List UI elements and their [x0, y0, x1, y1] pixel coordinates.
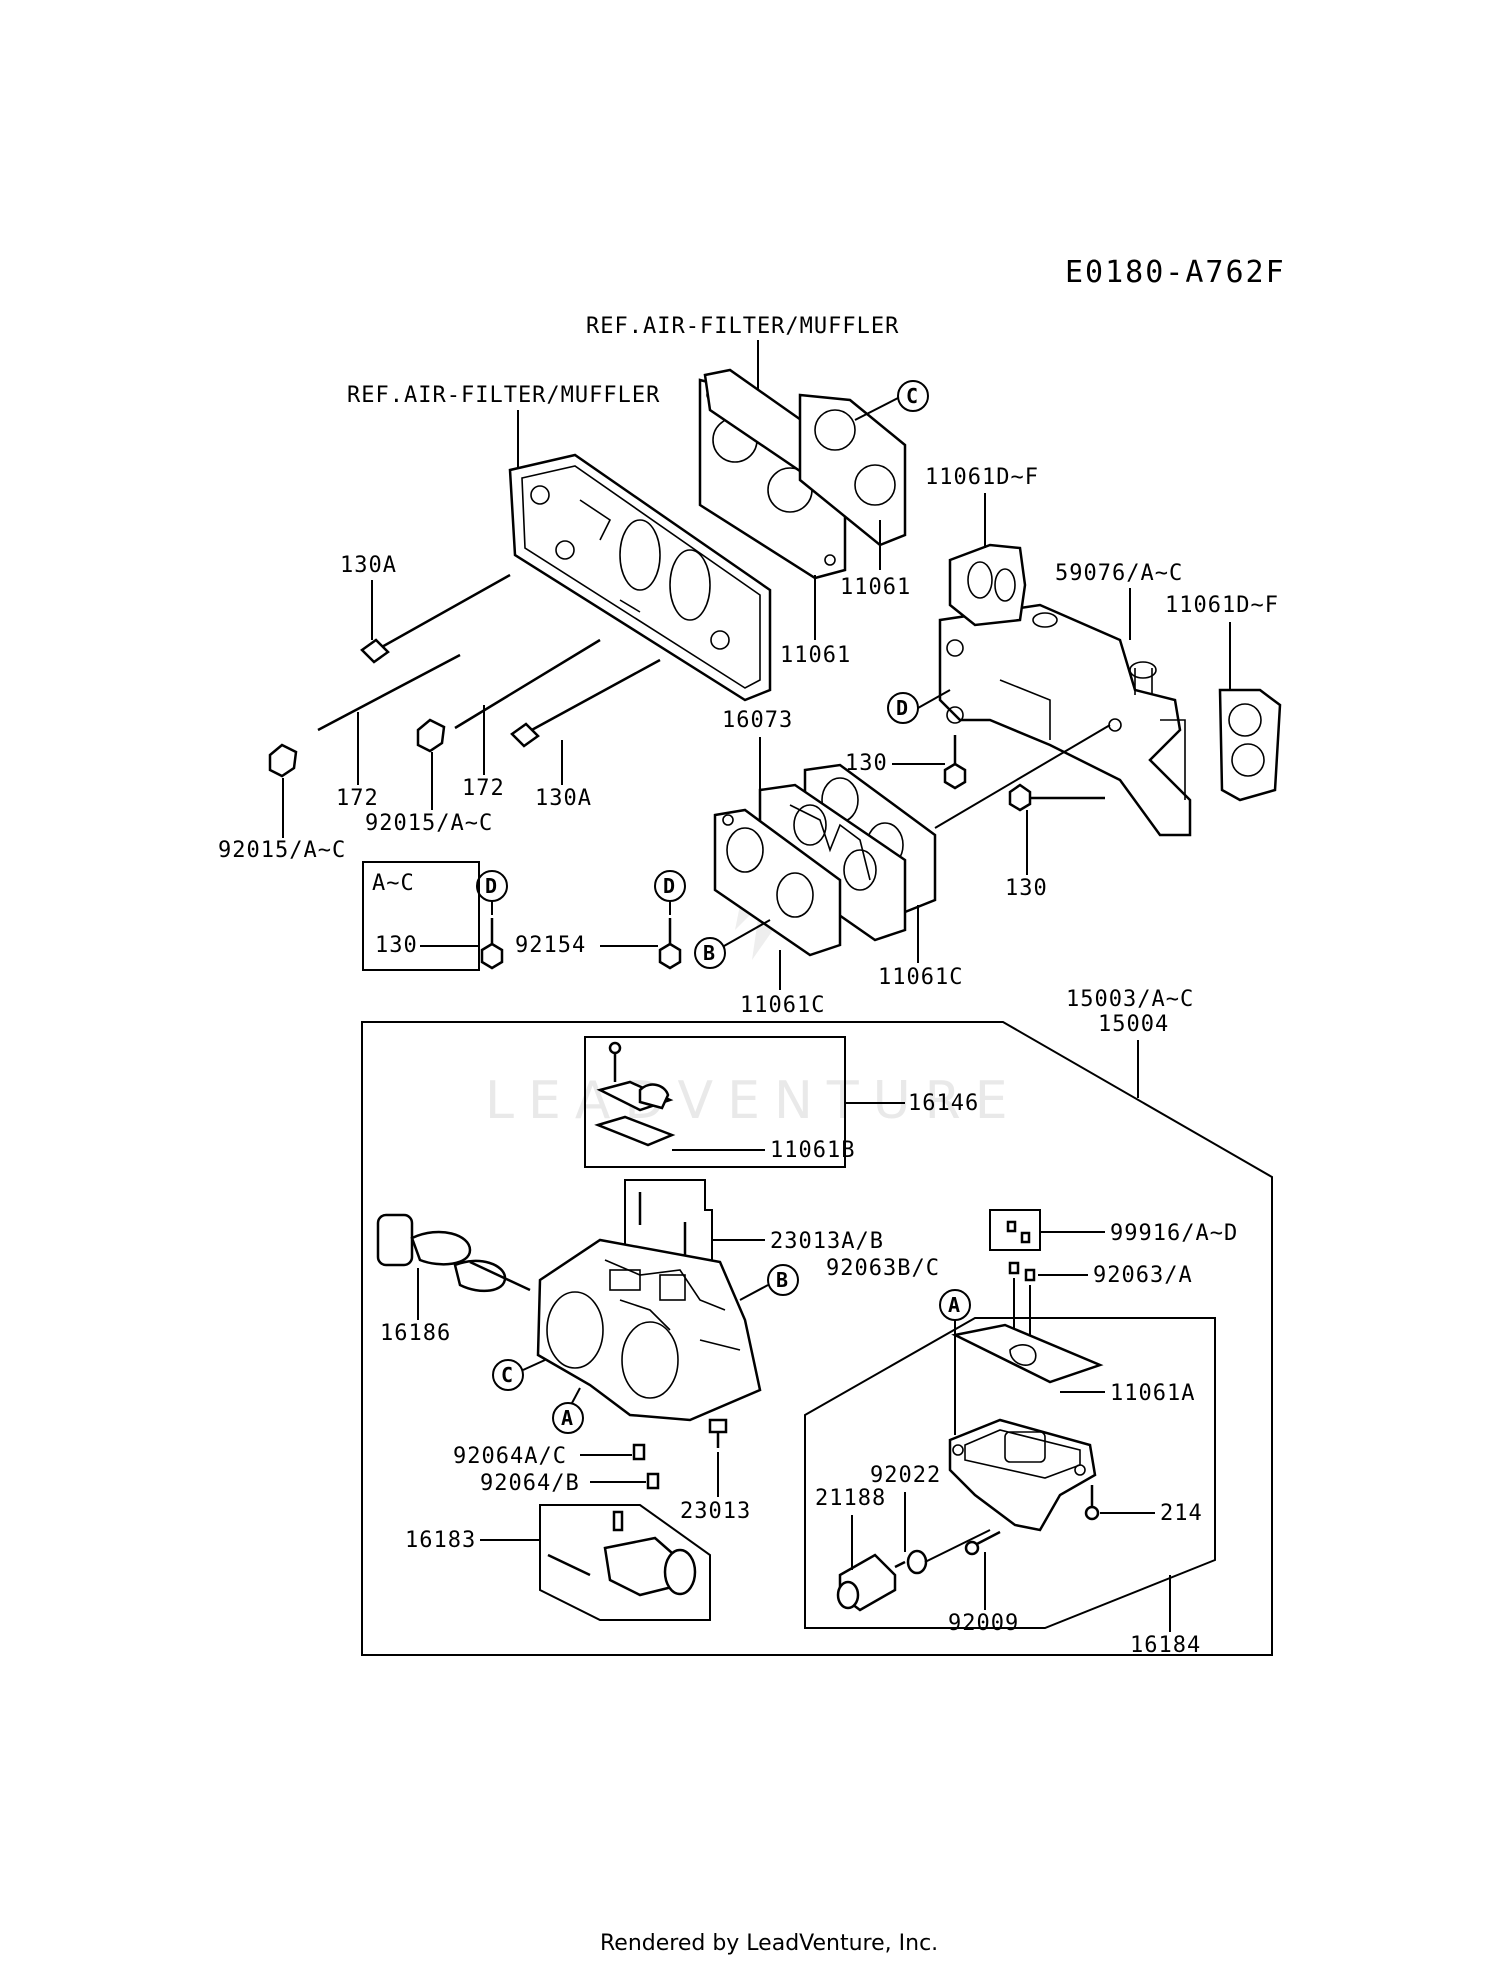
marker-b-carb — [767, 1264, 799, 1296]
callout-11061a: 11061A — [1110, 1381, 1195, 1406]
callout-99916: 99916/A~D — [1110, 1221, 1238, 1246]
callout-16146: 16146 — [908, 1091, 979, 1116]
inset-box-range: A~C — [372, 871, 415, 896]
screw-92064b — [646, 1472, 660, 1490]
footer-credit: Rendered by LeadVenture, Inc. — [600, 1931, 938, 1956]
jet-23013ab — [638, 1192, 687, 1258]
callout-11061c-left: 11061C — [740, 993, 825, 1018]
jet-92063bc — [1008, 1261, 1020, 1275]
callout-172-left: 172 — [336, 786, 379, 811]
nut-92015-left — [268, 743, 298, 778]
ref-air-filter-left: REF.AIR-FILTER/MUFFLER — [347, 383, 660, 408]
callout-11061c-right: 11061C — [878, 965, 963, 990]
jet-92063a — [1024, 1268, 1036, 1282]
callout-130-mid: 130 — [845, 751, 888, 776]
carburetor-body — [536, 1238, 762, 1422]
callout-59076: 59076/A~C — [1055, 561, 1183, 586]
screw-214 — [1084, 1485, 1100, 1521]
nut-92015-right — [416, 718, 446, 753]
callout-172-right: 172 — [462, 776, 505, 801]
callout-16184: 16184 — [1130, 1633, 1201, 1658]
bolt-130-box — [480, 918, 504, 970]
callout-214: 214 — [1160, 1501, 1203, 1526]
callout-92009: 92009 — [948, 1611, 1019, 1636]
watermark: LEADVENTURE — [485, 1071, 1022, 1131]
callout-92154: 92154 — [515, 933, 586, 958]
gasket-11061d-f-right — [1218, 688, 1282, 802]
marker-c-carb — [492, 1359, 524, 1391]
callout-15003: 15003/A~C — [1066, 987, 1194, 1012]
callout-130a-lower: 130A — [535, 786, 592, 811]
callout-92022: 92022 — [870, 1463, 941, 1488]
callout-16073: 16073 — [722, 708, 793, 733]
gasket-11061b — [594, 1115, 676, 1147]
bolt-130-right — [1008, 783, 1105, 812]
callout-11061-lower: 11061 — [780, 643, 851, 668]
callout-92015-right: 92015/A~C — [365, 811, 493, 836]
washer-92022 — [906, 1549, 928, 1575]
bolt-92154 — [658, 918, 682, 970]
solenoid-box-16183 — [539, 1504, 711, 1621]
solenoid-16183 — [547, 1510, 697, 1597]
inset-box-a-c — [362, 861, 480, 971]
float-bowl — [948, 1418, 1097, 1532]
bolt-130-mid — [943, 735, 967, 790]
marker-b-carb-label: B — [776, 1268, 788, 1292]
marker-c-carb-label: C — [501, 1363, 513, 1387]
callout-21188: 21188 — [815, 1486, 886, 1511]
bolt-130a-upper — [360, 573, 511, 664]
marker-d-box-label: D — [485, 874, 497, 898]
callout-130a-upper: 130A — [340, 553, 397, 578]
stud-172-right — [454, 638, 601, 730]
drain-screw-92009 — [964, 1530, 1001, 1556]
ref-air-filter-top: REF.AIR-FILTER/MUFFLER — [586, 314, 899, 339]
choke-shaft-16186 — [376, 1213, 531, 1293]
air-cleaner-base — [508, 453, 772, 702]
screw-23013 — [708, 1418, 728, 1448]
marker-d-92154-label: D — [663, 874, 675, 898]
marker-a-carb — [552, 1402, 584, 1434]
callout-15004: 15004 — [1098, 1012, 1169, 1037]
callout-16183: 16183 — [405, 1528, 476, 1553]
marker-b-gasket-label: B — [703, 941, 715, 965]
bolt-130a-lower — [510, 658, 661, 748]
callout-130-right: 130 — [1005, 876, 1048, 901]
marker-c-upper — [897, 380, 929, 412]
callout-11061d-f-top: 11061D~F — [925, 465, 1039, 490]
gasket-11061c-left — [713, 808, 842, 957]
callout-11061b: 11061B — [770, 1138, 855, 1163]
gasket-11061d-f-top — [948, 543, 1027, 627]
callout-92064b: 92064/B — [480, 1471, 580, 1496]
pilot-jet-box — [989, 1209, 1041, 1251]
callout-92063bc: 92063B/C — [826, 1256, 940, 1281]
intake-manifold — [938, 603, 1192, 837]
diagram-code: E0180-A762F — [1065, 255, 1286, 290]
jet-99916 — [1006, 1220, 1031, 1244]
callout-23013: 23013 — [680, 1499, 751, 1524]
callout-16186: 16186 — [380, 1321, 451, 1346]
float-bowl-box-16184 — [804, 1317, 1216, 1629]
callout-23013ab: 23013A/B — [770, 1229, 884, 1254]
marker-d-manifold-label: D — [896, 696, 908, 720]
callout-130-box: 130 — [375, 933, 418, 958]
marker-c-upper-label: C — [906, 384, 918, 408]
stud-172-left — [317, 653, 461, 732]
marker-a-carb-label: A — [561, 1406, 573, 1430]
fuel-cut-solenoid-21188 — [836, 1553, 906, 1612]
carburetor-assembly-box — [361, 1021, 1273, 1656]
marker-a-bowl-label: A — [948, 1293, 960, 1317]
callout-11061d-f-right: 11061D~F — [1165, 593, 1279, 618]
screw-92064ac — [632, 1443, 646, 1461]
callout-11061-upper: 11061 — [840, 575, 911, 600]
cover-16146 — [596, 1041, 674, 1112]
gasket-11061a — [951, 1323, 1104, 1384]
gasket-11061-c-plate — [703, 368, 907, 547]
callout-92064ac: 92064A/C — [453, 1444, 567, 1469]
callout-92063a: 92063/A — [1093, 1263, 1193, 1288]
marker-b-gasket — [694, 937, 726, 969]
callout-92015-left: 92015/A~C — [218, 838, 346, 863]
